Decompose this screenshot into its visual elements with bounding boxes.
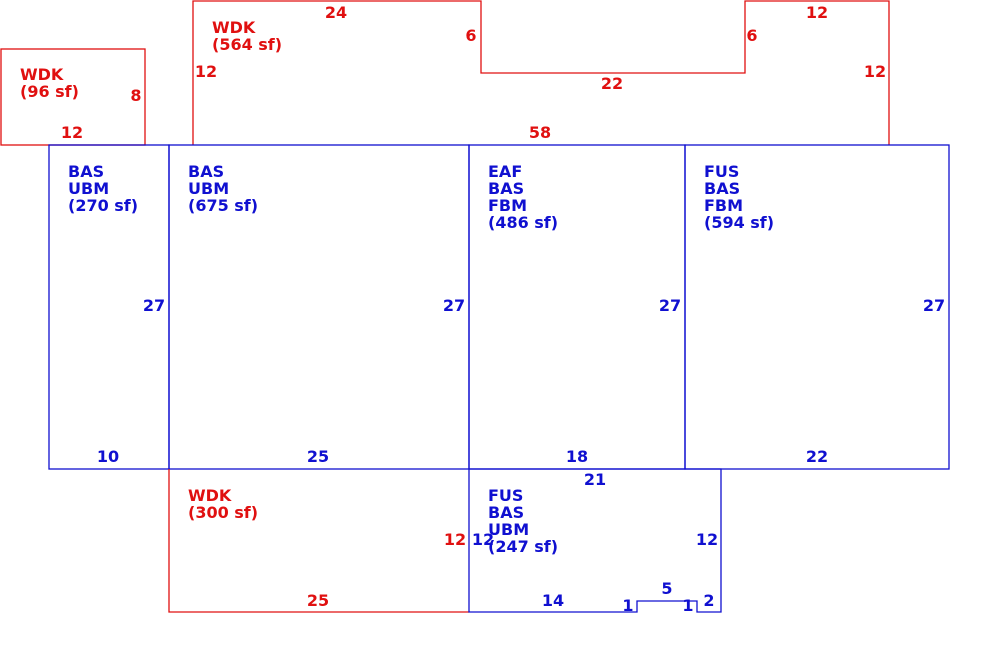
dim-wdk564-left: 12: [195, 62, 217, 81]
dim-fus594-bottom: 22: [806, 447, 828, 466]
dim-wdk564-top: 24: [325, 3, 347, 22]
area-label-bas-675: BAS UBM (675 sf): [188, 162, 258, 215]
dim-eaf486-bottom: 18: [566, 447, 588, 466]
dim-fus247-left: 12: [472, 530, 494, 549]
wdk-300-outline: [168, 469, 469, 613]
dim-wdk564-bottom: 58: [529, 123, 551, 142]
area-label-eaf-486: EAF BAS FBM (486 sf): [488, 162, 558, 232]
dim-wdk96-bottom: 12: [61, 123, 83, 142]
dim-wdk300-bottom: 25: [307, 591, 329, 610]
dim-fus247-notch: 5: [661, 579, 672, 598]
area-label-fus-594: FUS BAS FBM (594 sf): [704, 162, 774, 232]
dim-fus247-right: 12: [696, 530, 718, 549]
wdk-564-outline: [192, 0, 890, 145]
dim-wdk564-top-right: 12: [806, 3, 828, 22]
dim-wdk564-notch-left: 6: [465, 26, 476, 45]
dim-bas270-right: 27: [143, 296, 165, 315]
dim-wdk564-notch-bottom: 22: [601, 74, 623, 93]
dim-fus247-corner: 2: [703, 591, 714, 610]
area-label-wdk-564: WDK (564 sf): [212, 18, 282, 54]
dim-eaf486-right: 27: [659, 296, 681, 315]
dim-fus594-right: 27: [923, 296, 945, 315]
dim-wdk564-notch-right: 6: [746, 26, 757, 45]
fus-594-outline: [684, 144, 950, 470]
dim-wdk564-right: 12: [864, 62, 886, 81]
dim-fus247-bottom: 14: [542, 591, 564, 610]
area-label-wdk-96: WDK (96 sf): [20, 65, 79, 101]
dim-fus247-top: 21: [584, 470, 606, 489]
area-label-fus-247: FUS BAS UBM (247 sf): [488, 486, 558, 556]
dim-fus247-step-right: 1: [682, 596, 693, 615]
dim-wdk300-right: 12: [444, 530, 466, 549]
fus-247-outline: [468, 468, 722, 613]
dim-fus247-step-left: 1: [622, 596, 633, 615]
dim-bas675-right: 27: [443, 296, 465, 315]
dim-wdk96-right: 8: [130, 86, 141, 105]
dim-bas270-bottom: 10: [97, 447, 119, 466]
dim-bas675-bottom: 25: [307, 447, 329, 466]
area-label-wdk-300: WDK (300 sf): [188, 486, 258, 522]
area-label-bas-270: BAS UBM (270 sf): [68, 162, 138, 215]
